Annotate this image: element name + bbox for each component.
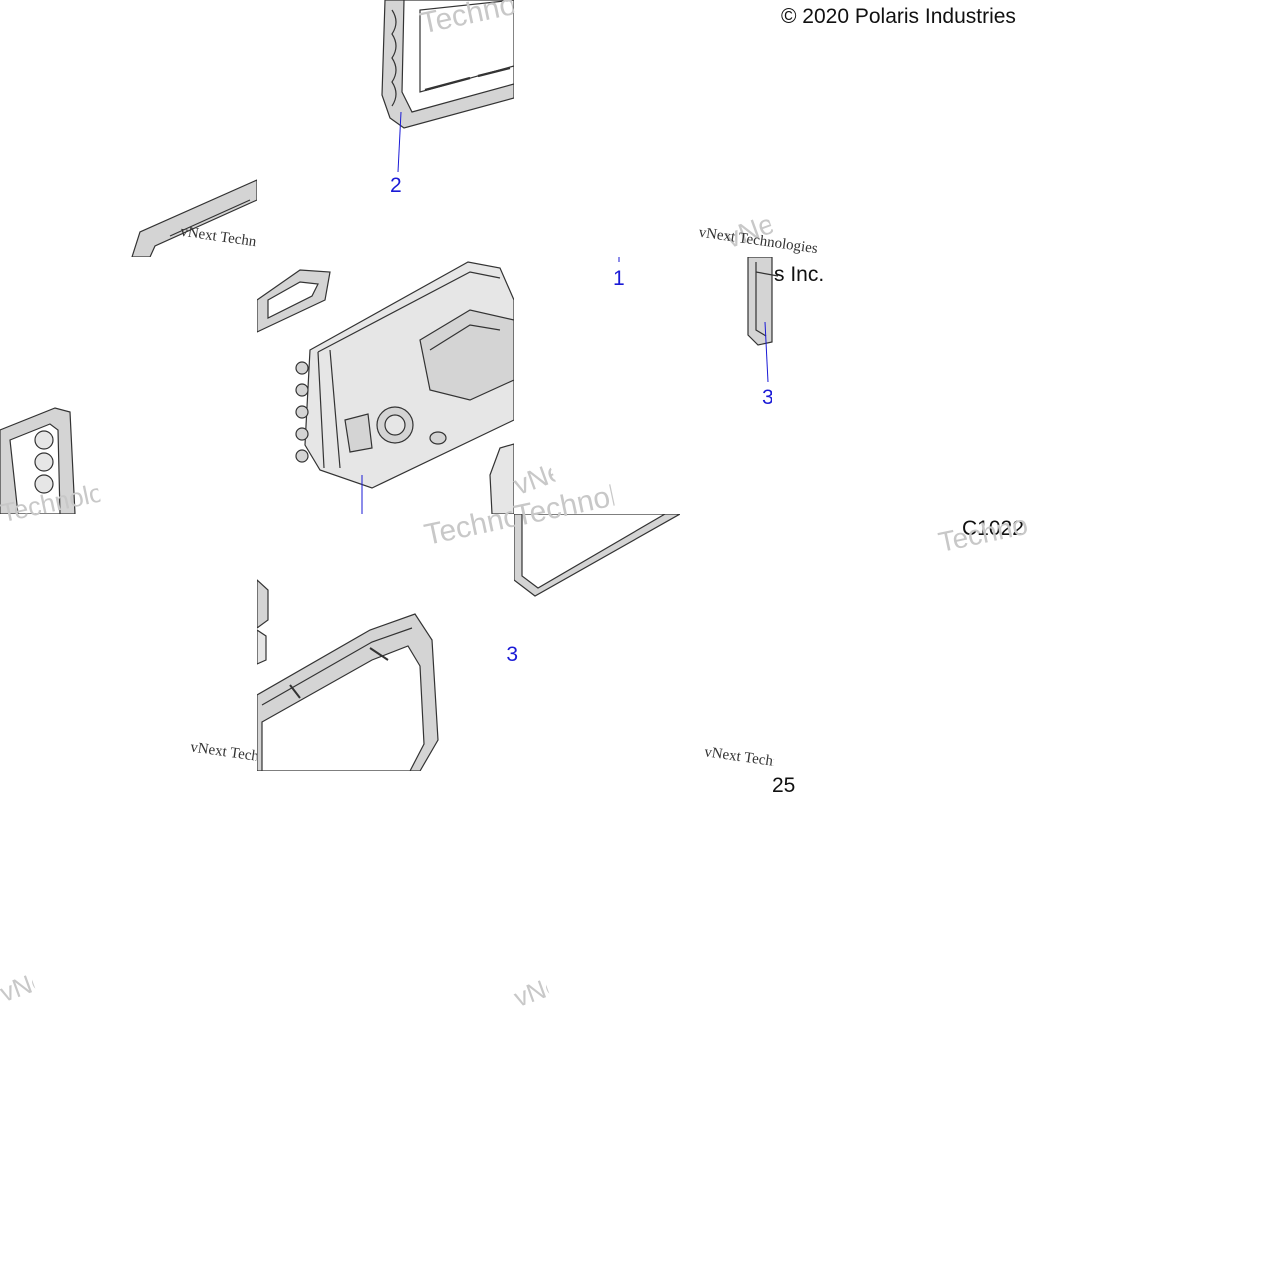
bezel-side-fragment <box>0 407 76 514</box>
lens-fragment <box>489 443 514 514</box>
bezel-left-fragment <box>131 179 257 257</box>
callout-2: 2 <box>390 174 402 197</box>
callout-3: 3 <box>762 387 772 408</box>
page-number: 25 <box>772 774 796 797</box>
copyright-notice: © 2020 Polaris Industries <box>781 6 1016 27</box>
display-module <box>257 261 514 489</box>
callout-3-fragment: 3 <box>507 644 518 665</box>
bezel-top-fragment <box>381 0 514 129</box>
leader-line-3 <box>764 321 769 383</box>
leader-line-2 <box>397 111 402 173</box>
callout-1: 1 <box>613 267 625 290</box>
seal-frame <box>257 579 439 771</box>
copyright-notice-tail: s Inc. <box>774 263 825 286</box>
lens-lower <box>514 514 680 597</box>
figure-code: C1022 <box>962 518 1024 539</box>
seal-fragment <box>747 257 779 346</box>
